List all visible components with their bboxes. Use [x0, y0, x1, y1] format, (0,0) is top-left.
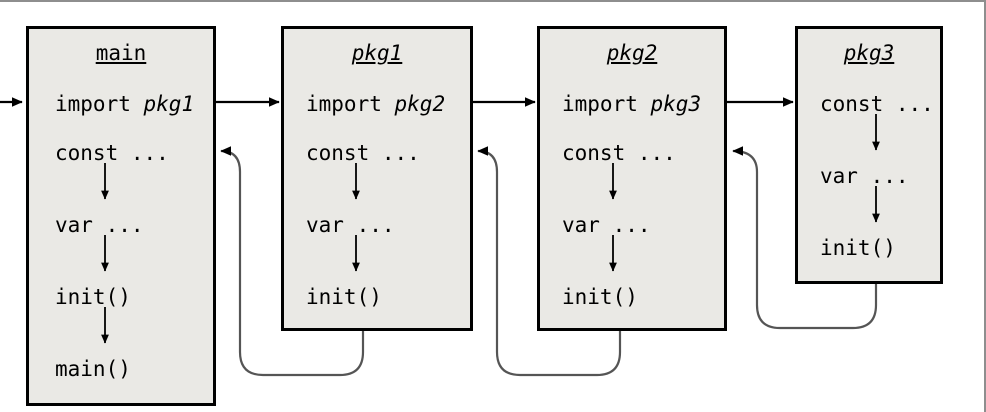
- package-line-text: import: [306, 92, 395, 116]
- package-line-text: init(): [820, 236, 896, 260]
- package-line-text: var ...: [820, 164, 909, 188]
- package-box-pkg3: pkg3 const ... var ... init(): [795, 26, 943, 284]
- package-line-text: import: [55, 92, 144, 116]
- package-line-emphasis: pkg3: [650, 92, 702, 116]
- page-rule-top: [0, 0, 986, 2]
- package-line-text: main(): [55, 357, 131, 381]
- package-line-main-4: main(): [55, 357, 131, 381]
- package-line-pkg1-1: const ...: [306, 141, 420, 165]
- package-line-pkg1-2: var ...: [306, 213, 395, 237]
- package-line-main-2: var ...: [55, 213, 144, 237]
- package-line-pkg1-3: init(): [306, 285, 382, 309]
- package-line-text: init(): [562, 285, 638, 309]
- package-line-main-3: init(): [55, 285, 131, 309]
- package-title-pkg3: pkg3: [843, 41, 895, 65]
- package-title-pkg1: pkg1: [351, 41, 403, 65]
- package-line-pkg3-0: const ...: [820, 92, 934, 116]
- package-title-pkg2: pkg2: [606, 41, 658, 65]
- package-line-emphasis: pkg1: [143, 92, 195, 116]
- page-rule-right: [984, 0, 986, 412]
- package-line-pkg2-2: var ...: [562, 213, 651, 237]
- package-line-pkg2-1: const ...: [562, 141, 676, 165]
- package-line-text: var ...: [306, 213, 395, 237]
- package-title-main: main: [95, 41, 147, 65]
- package-line-main-1: const ...: [55, 141, 169, 165]
- package-line-text: const ...: [820, 92, 934, 116]
- package-box-pkg2: pkg2 import pkg3 const ... var ... init(…: [537, 26, 727, 331]
- package-box-pkg1: pkg1 import pkg2 const ... var ... init(…: [281, 26, 473, 331]
- package-line-main-0: import pkg1: [55, 92, 194, 116]
- package-line-text: var ...: [55, 213, 144, 237]
- package-line-text: const ...: [55, 141, 169, 165]
- package-line-text: init(): [55, 285, 131, 309]
- package-line-pkg3-1: var ...: [820, 164, 909, 188]
- package-line-text: const ...: [306, 141, 420, 165]
- package-line-pkg2-3: init(): [562, 285, 638, 309]
- package-line-pkg3-2: init(): [820, 236, 896, 260]
- package-line-text: import: [562, 92, 651, 116]
- package-line-text: init(): [306, 285, 382, 309]
- package-line-text: const ...: [562, 141, 676, 165]
- package-box-main: main import pkg1 const ... var ... init(…: [26, 26, 216, 406]
- package-line-pkg2-0: import pkg3: [562, 92, 701, 116]
- package-line-text: var ...: [562, 213, 651, 237]
- package-line-emphasis: pkg2: [394, 92, 446, 116]
- package-line-pkg1-0: import pkg2: [306, 92, 445, 116]
